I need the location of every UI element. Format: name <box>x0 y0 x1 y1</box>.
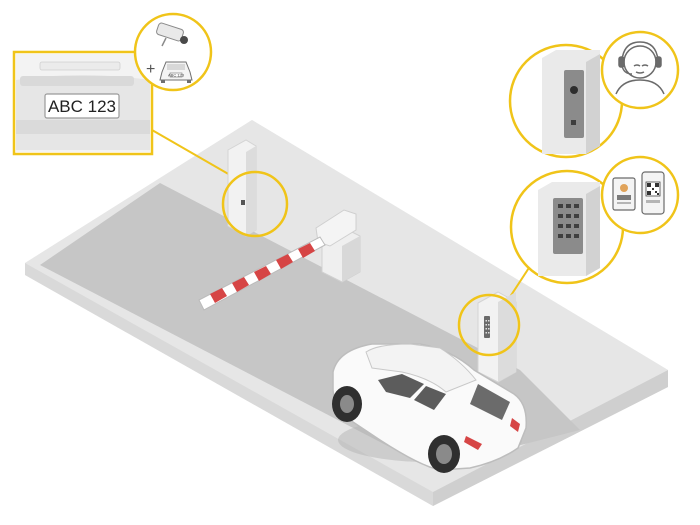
camera-pole <box>227 139 257 237</box>
credentials-circle <box>600 155 680 235</box>
license-plate-camera-icon <box>156 22 188 47</box>
anpr-camera-circle: + ABC 123 <box>133 12 213 92</box>
intercom-magnifier-circle <box>508 43 624 159</box>
license-plate-callout: ABC 123 <box>12 50 154 156</box>
qr-phone-icon <box>641 171 665 215</box>
car-front-icon: ABC 123 <box>159 61 193 83</box>
license-plate <box>44 93 120 119</box>
svg-text:ABC 123: ABC 123 <box>168 73 185 78</box>
id-card-icon <box>612 177 636 211</box>
operator-circle <box>600 30 680 110</box>
camera-highlight-circle <box>221 170 289 238</box>
intercom-device-icon <box>542 50 600 154</box>
keypad-pole <box>477 291 517 383</box>
plus-sign: + <box>146 61 155 78</box>
operator-headset-icon <box>615 41 665 95</box>
keypad-device-icon <box>538 182 600 276</box>
car-icon <box>332 343 527 473</box>
keypad-magnifier-circle <box>509 169 625 285</box>
barrier-gate <box>198 209 361 311</box>
license-plate-text: ABC 123 <box>48 97 116 116</box>
keypad-highlight-circle <box>457 293 521 357</box>
